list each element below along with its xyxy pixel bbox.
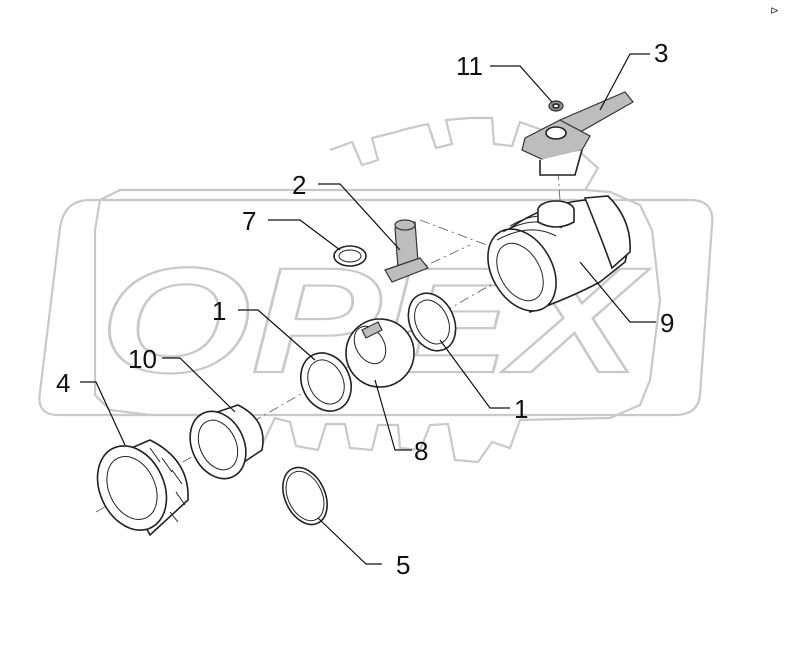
valve-body-stem-port bbox=[537, 210, 575, 228]
callout-4: 4 bbox=[56, 368, 70, 398]
valve-body bbox=[487, 195, 631, 314]
stem-oring bbox=[333, 245, 367, 267]
ball-slot bbox=[361, 321, 383, 339]
upper-axis-line bbox=[419, 219, 501, 251]
end-oring-inner bbox=[285, 470, 325, 522]
seat-ring-lower-outer bbox=[300, 352, 352, 412]
union-nut bbox=[96, 439, 189, 537]
callout-3: 3 bbox=[654, 38, 668, 68]
end-oring-outer bbox=[282, 466, 328, 526]
callout-2: 2 bbox=[292, 170, 306, 200]
leader-lines bbox=[80, 53, 656, 565]
leader-1-upper bbox=[238, 309, 316, 361]
callout-7: 7 bbox=[242, 206, 256, 236]
leader-5 bbox=[317, 517, 382, 565]
leader-4 bbox=[80, 381, 126, 446]
valve-body-front-thread bbox=[487, 228, 557, 312]
stem-flange bbox=[384, 257, 429, 283]
handle-center-hole bbox=[545, 126, 567, 140]
stem-axis-line bbox=[394, 244, 471, 281]
washer-inner bbox=[552, 103, 560, 109]
union-nut-bore bbox=[106, 456, 158, 520]
callout-5: 5 bbox=[396, 550, 410, 580]
ball-sphere bbox=[345, 318, 415, 388]
union-nut-face bbox=[96, 445, 168, 531]
callout-8: 8 bbox=[414, 436, 428, 466]
union-nut-ribs bbox=[149, 447, 186, 523]
stem-oring-inner bbox=[338, 249, 362, 263]
callout-11: 11 bbox=[456, 51, 483, 81]
callout-9: 9 bbox=[660, 308, 674, 338]
handle-skirt bbox=[539, 149, 583, 176]
valve-handle bbox=[521, 91, 634, 176]
stem-top bbox=[394, 219, 416, 231]
ball-bore bbox=[353, 325, 387, 365]
end-connector-face bbox=[189, 410, 247, 480]
end-connector bbox=[189, 404, 264, 480]
leader-2 bbox=[318, 183, 401, 251]
end-oring bbox=[282, 466, 328, 526]
valve-ball bbox=[345, 318, 415, 388]
seat-ring-upper-outer bbox=[407, 292, 457, 352]
washer bbox=[548, 100, 564, 112]
leader-8 bbox=[374, 379, 412, 451]
end-connector-bore bbox=[197, 419, 239, 471]
seat-ring-lower-inner bbox=[307, 359, 345, 405]
callout-1-lower: 1 bbox=[514, 394, 528, 424]
stem-oring-outer bbox=[333, 245, 367, 267]
leader-7 bbox=[268, 219, 341, 251]
watermark-frame bbox=[38, 198, 714, 417]
leader-9 bbox=[579, 261, 656, 323]
valve-body-union-nut bbox=[583, 195, 631, 270]
opex-watermark: OPEX bbox=[38, 116, 714, 464]
valve-body-front-bore bbox=[496, 242, 544, 302]
callout-labels: 11 3 2 7 1 10 4 9 1 8 5 bbox=[56, 38, 674, 580]
callout-1-upper: 1 bbox=[212, 296, 226, 326]
leader-1-lower bbox=[439, 339, 510, 409]
leader-11 bbox=[490, 65, 553, 103]
seat-ring-lower bbox=[300, 352, 352, 412]
leader-10 bbox=[162, 357, 236, 413]
corner-mark: ⊳ bbox=[770, 4, 779, 17]
valve-stem bbox=[384, 219, 429, 283]
leader-3 bbox=[599, 53, 650, 111]
callout-10: 10 bbox=[128, 344, 157, 374]
